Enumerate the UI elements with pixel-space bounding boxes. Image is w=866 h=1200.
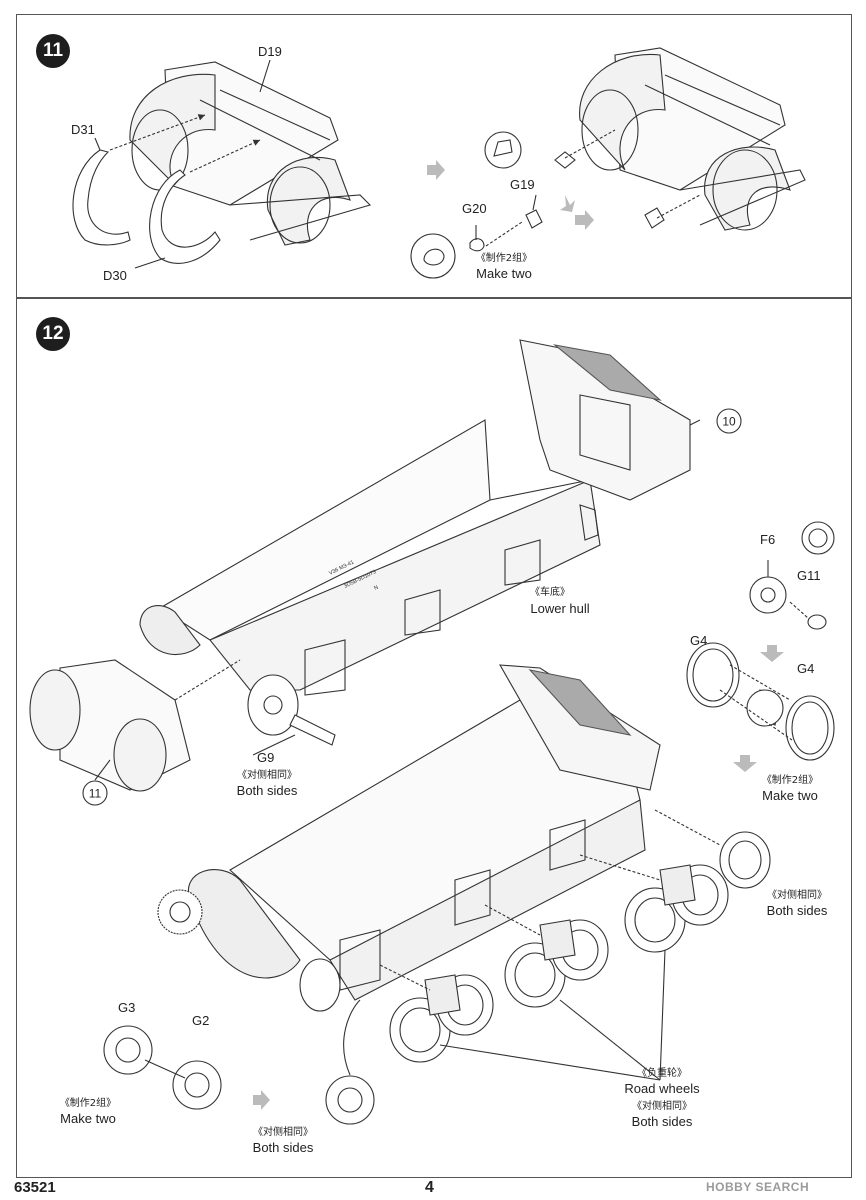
sprocket-make-two-cn: 《制作2组》 — [59, 1098, 117, 1109]
step-12-panel — [16, 298, 852, 1178]
part-d31-track-guard — [72, 149, 131, 246]
part-g20 — [469, 221, 523, 252]
return-roller-both-en: Both sides — [766, 903, 828, 918]
step-11-panel — [16, 14, 852, 298]
step11-rear-hull-right — [554, 47, 806, 231]
road-wheel-bogie-2 — [504, 919, 609, 1008]
step11-make-two-en: Make two — [476, 266, 532, 281]
lower-hull-upper — [139, 339, 691, 746]
ref-circle-11 — [82, 780, 108, 806]
part-g19 — [525, 194, 543, 229]
part-g4-idler-rim — [686, 642, 835, 761]
label-g9: G9 — [257, 750, 275, 765]
sprocket-assembled — [325, 999, 375, 1125]
idler-make-two-en: Make two — [762, 788, 818, 803]
watermark: HOBBY SEARCH — [706, 1180, 810, 1194]
label-d19: D19 — [258, 44, 282, 59]
sprocket-make-two-en: Make two — [60, 1111, 116, 1126]
label-g20: G20 — [462, 201, 487, 216]
ref-11-text: 11 — [89, 787, 102, 801]
sprocket-both-cn: 《对侧相同》 — [253, 1127, 313, 1138]
page-number: 4 — [425, 1179, 434, 1196]
g9-note-cn: 《对侧相同》 — [237, 770, 297, 781]
step11-rear-hull-left — [129, 61, 372, 246]
lower-hull-label-cn: 《车底》 — [530, 587, 570, 598]
step-number-12: 12 — [36, 317, 70, 351]
part-g2-sprocket — [144, 1059, 222, 1110]
label-d30: D30 — [103, 268, 127, 283]
lower-hull-label-en: Lower hull — [530, 601, 590, 616]
road-wheels-cn: 《负重轮》 — [637, 1068, 687, 1079]
kit-code: 63521 — [14, 1179, 56, 1196]
road-wheels-en: Road wheels — [624, 1081, 700, 1096]
step-number-11: 11 — [36, 34, 70, 68]
step11-make-two-cn: 《制作2组》 — [475, 253, 533, 264]
hull-marking-3: N — [373, 585, 379, 592]
label-g4-right: G4 — [797, 661, 815, 676]
rear-fender-assembly-ref — [29, 659, 241, 792]
idler-make-two-cn: 《制作2组》 — [761, 775, 819, 786]
return-roller-both-cn: 《对侧相同》 — [767, 890, 827, 901]
part-f6-hub — [749, 560, 787, 614]
label-g3: G3 — [118, 1000, 136, 1015]
label-g2: G2 — [192, 1013, 210, 1028]
sprocket-both-en: Both sides — [252, 1140, 314, 1155]
road-wheels-both-en: Both sides — [631, 1114, 693, 1129]
lower-hull-assembled — [187, 664, 661, 1012]
label-g4-top: G4 — [690, 633, 708, 648]
g9-note-en: Both sides — [236, 783, 298, 798]
road-wheel-bogie-3 — [624, 864, 729, 953]
label-g19: G19 — [510, 177, 535, 192]
label-d31: D31 — [71, 122, 95, 137]
ref-circle-10 — [716, 408, 742, 434]
label-f6: F6 — [760, 532, 776, 547]
return-roller-wheel — [654, 809, 771, 889]
ref-10-text: 10 — [722, 415, 736, 429]
road-wheel-bogie-1 — [389, 974, 494, 1063]
label-g11: G11 — [797, 568, 821, 583]
drive-sprocket-left — [157, 889, 203, 935]
part-g11-cap — [789, 601, 827, 630]
road-wheels-both-cn: 《对侧相同》 — [632, 1101, 692, 1112]
part-d30-track-guard — [149, 169, 221, 264]
part-g3-sprocket — [103, 1025, 153, 1075]
